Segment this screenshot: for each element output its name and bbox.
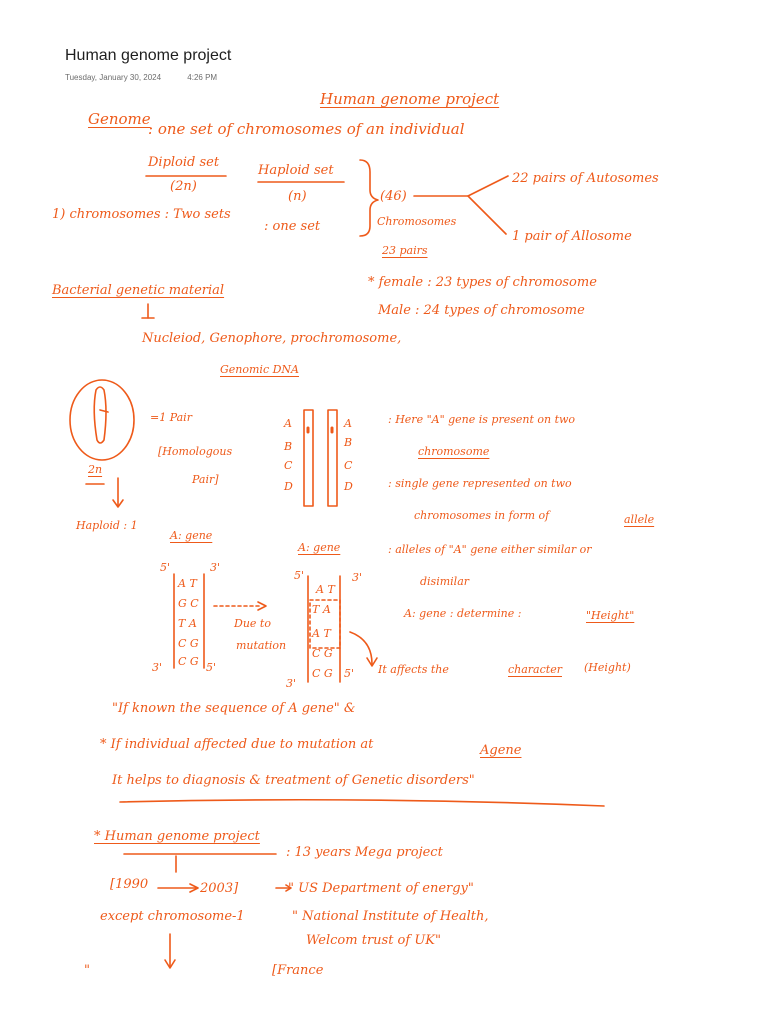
known-sequence-line: "If known the sequence of A gene" & xyxy=(112,701,356,716)
wellcome-line: Welcom trust of UK" xyxy=(306,933,441,948)
seq-right-4: C G xyxy=(312,647,333,660)
helps-line: It helps to diagnosis & treatment of Gen… xyxy=(112,773,475,788)
year-arrow-head xyxy=(189,883,199,893)
genome-definition: : one set of chromosomes of an individua… xyxy=(148,120,465,138)
strand-end-5-left: 5' xyxy=(160,561,171,574)
a-gene-label-1: A: gene xyxy=(170,529,213,542)
two-n-b: 2n xyxy=(88,463,103,476)
seq-left-2: G C xyxy=(178,597,199,610)
fork-lines xyxy=(467,175,509,235)
note-a-line1: : Here "A" gene is present on two xyxy=(388,413,576,426)
bacterial-material: Bacterial genetic material xyxy=(52,283,225,298)
chromosomes-word: Chromosomes xyxy=(377,215,457,228)
seq-right-3: A T xyxy=(312,627,331,640)
diploid-set-label: Diploid set xyxy=(148,155,220,170)
gene-letter-c-2: C xyxy=(344,459,353,472)
seq-left-4: C G xyxy=(178,637,199,650)
france-line: [France xyxy=(272,963,324,978)
seq-right-1: A T xyxy=(316,583,335,596)
affected-line: * If individual affected due to mutation… xyxy=(100,737,374,752)
note-a-line2: chromosome xyxy=(418,445,490,458)
affects-arrow-head xyxy=(366,657,378,667)
strand-end-3-right: 3' xyxy=(352,571,363,584)
alleles-line1: : alleles of "A" gene either similar or xyxy=(388,543,592,556)
strand-end-3-left: 3' xyxy=(210,561,221,574)
agene-word: Agene xyxy=(480,743,522,758)
note-b-line2: chromosomes in form of xyxy=(414,509,550,522)
haploid-arrow-head xyxy=(112,499,124,508)
male-line: Male : 24 types of chromosome xyxy=(378,303,585,318)
strand-end-3-left-bottom: 3' xyxy=(152,661,163,674)
gene-letter-a: A xyxy=(284,417,292,430)
except-arrow-head xyxy=(164,959,176,969)
n-label: (n) xyxy=(288,189,307,204)
page-meta: Tuesday, January 30, 2024 4:26 PM xyxy=(65,73,241,82)
seq-left-1: A T xyxy=(178,577,197,590)
alleles-line2: disimilar xyxy=(420,575,470,588)
page-title: Human genome project xyxy=(65,47,232,64)
gene-letter-c: C xyxy=(284,459,293,472)
height-paren: (Height) xyxy=(584,661,631,674)
female-line: * female : 23 types of chromosome xyxy=(368,275,597,290)
haploid-one: Haploid : 1 xyxy=(76,519,138,532)
us-department-line: " US Department of energy" xyxy=(288,881,474,896)
allele-word: allele xyxy=(624,513,655,526)
due-to-label: Due to xyxy=(234,617,271,630)
gene-letter-b: B xyxy=(284,440,293,453)
chromosome-shape xyxy=(93,386,107,444)
seq-right-2: T A xyxy=(312,603,331,616)
nucleus-circle xyxy=(69,379,135,461)
year-2003: 2003] xyxy=(200,881,239,896)
chromosome-brace xyxy=(359,159,379,237)
strand-two xyxy=(327,409,338,507)
affects-arrow xyxy=(349,631,373,665)
determine-line: A: gene : determine : xyxy=(404,607,522,620)
strand-one xyxy=(303,409,314,507)
height-word: "Height" xyxy=(586,609,635,622)
a-gene-label-2: A: gene xyxy=(298,541,341,554)
note-b-line1: : single gene represented on two xyxy=(388,477,572,490)
seq-left-5: C G xyxy=(178,655,199,668)
genomic-dna: Genomic DNA xyxy=(220,363,299,376)
mutation-label: mutation xyxy=(236,639,287,652)
pairs-23: 23 pairs xyxy=(382,244,428,257)
hgp-label: * Human genome project xyxy=(94,829,260,844)
helps-underline xyxy=(119,798,605,807)
mega-project-line: : 13 years Mega project xyxy=(286,845,443,860)
genome-term: Genome xyxy=(88,110,151,128)
page-time: 4:26 PM xyxy=(187,73,218,82)
pair-close-label: Pair] xyxy=(192,473,219,486)
mutation-arrow-head xyxy=(257,601,267,611)
nucleoid-line: Nucleiod, Genophore, prochromosome, xyxy=(142,331,402,346)
one-set-label: : one set xyxy=(264,219,321,234)
nih-line: " National Institute of Health, xyxy=(292,909,489,924)
seq-right-5: C G xyxy=(312,667,333,680)
gene-letter-a-2: A xyxy=(344,417,352,430)
gene-letter-d: D xyxy=(284,480,293,493)
strand-end-5-right: 5' xyxy=(294,569,305,582)
strand-end-5-left-bottom: 5' xyxy=(206,661,217,674)
chromosomes-row: 1) chromosomes : Two sets xyxy=(52,207,231,222)
affects-line: It affects the xyxy=(378,663,449,676)
one-pair-label: =1 Pair xyxy=(150,411,192,424)
two-n-label: (2n) xyxy=(170,179,197,194)
seq-left-3: T A xyxy=(178,617,197,630)
notes-heading: Human genome project xyxy=(320,90,500,108)
except-chromosome-line: except chromosome-1 xyxy=(100,909,245,924)
strand-end-5-right-bottom: 5' xyxy=(344,667,355,680)
year-1990: [1990 xyxy=(110,877,149,892)
strand-end-3-right-bottom: 3' xyxy=(286,677,297,690)
autosomes-label: 22 pairs of Autosomes xyxy=(512,171,659,186)
count-46: (46) xyxy=(380,189,407,204)
gene-letter-b-2: B xyxy=(344,436,353,449)
homologous-label: [Homologous xyxy=(158,445,233,458)
haploid-set-label: Haploid set xyxy=(258,163,334,178)
character-word: character xyxy=(508,663,562,676)
chromosome-centromere xyxy=(99,409,109,413)
page-date: Tuesday, January 30, 2024 xyxy=(65,73,162,82)
allosome-label: 1 pair of Allosome xyxy=(512,229,632,244)
gene-letter-d-2: D xyxy=(344,480,353,493)
quote-mark: " xyxy=(84,963,90,978)
